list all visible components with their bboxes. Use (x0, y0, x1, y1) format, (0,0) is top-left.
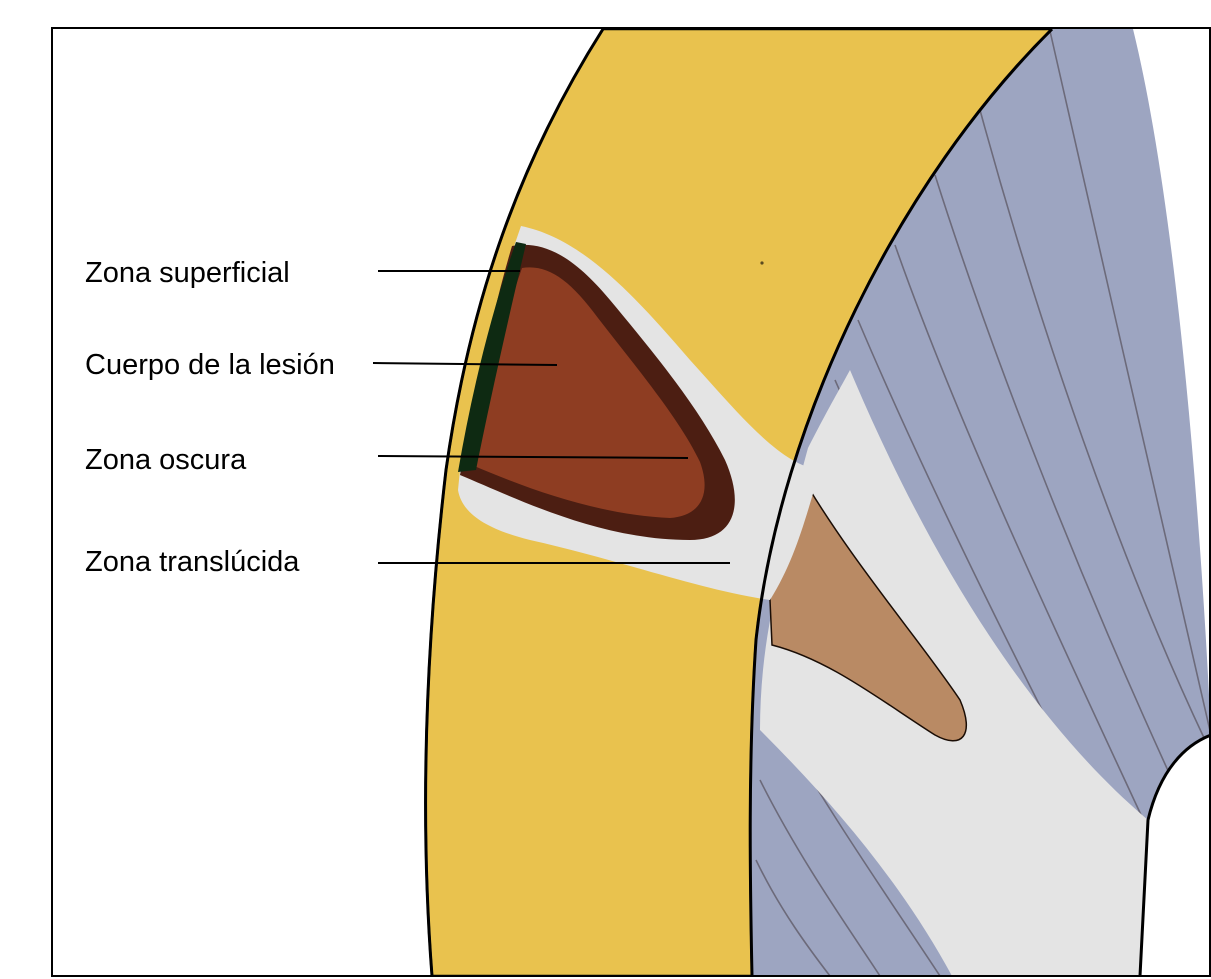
leader-cuerpo-lesion (372, 362, 558, 366)
dentino-enamel-junction (748, 28, 1054, 976)
diagram-frame (51, 27, 1211, 977)
pulp-outline (1138, 733, 1210, 976)
enamel-outer-outline (424, 28, 605, 976)
label-zona-translucida: Zona translúcida (85, 546, 300, 578)
surface-zone (458, 242, 526, 472)
enamel-speck (760, 261, 764, 265)
dentin-translucent-zone (760, 370, 1148, 976)
label-cuerpo-lesion: Cuerpo de la lesión (85, 349, 335, 381)
lesion-body (472, 267, 705, 518)
label-zona-oscura: Zona oscura (85, 444, 247, 476)
label-zona-superficial: Zona superficial (85, 257, 290, 289)
pulp-area (1140, 735, 1210, 976)
leader-zona-oscura (377, 455, 689, 459)
